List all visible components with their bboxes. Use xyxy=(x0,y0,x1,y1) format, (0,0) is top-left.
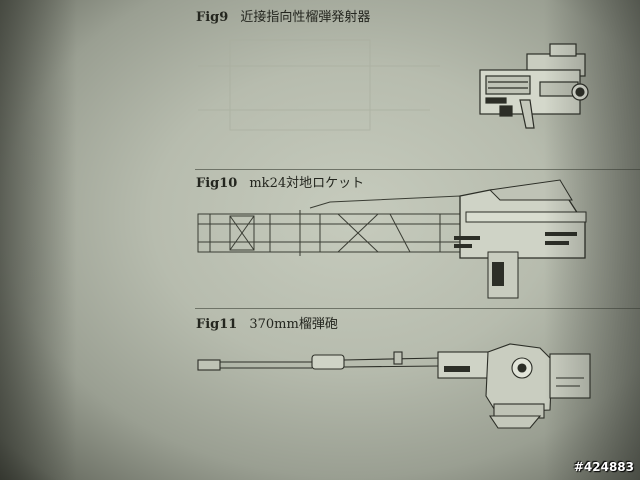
ground-rocket-drawing xyxy=(197,179,587,299)
image-watermark: #424883 xyxy=(573,460,634,474)
grenade-launcher-drawing xyxy=(479,43,589,129)
howitzer-drawing xyxy=(197,343,591,429)
